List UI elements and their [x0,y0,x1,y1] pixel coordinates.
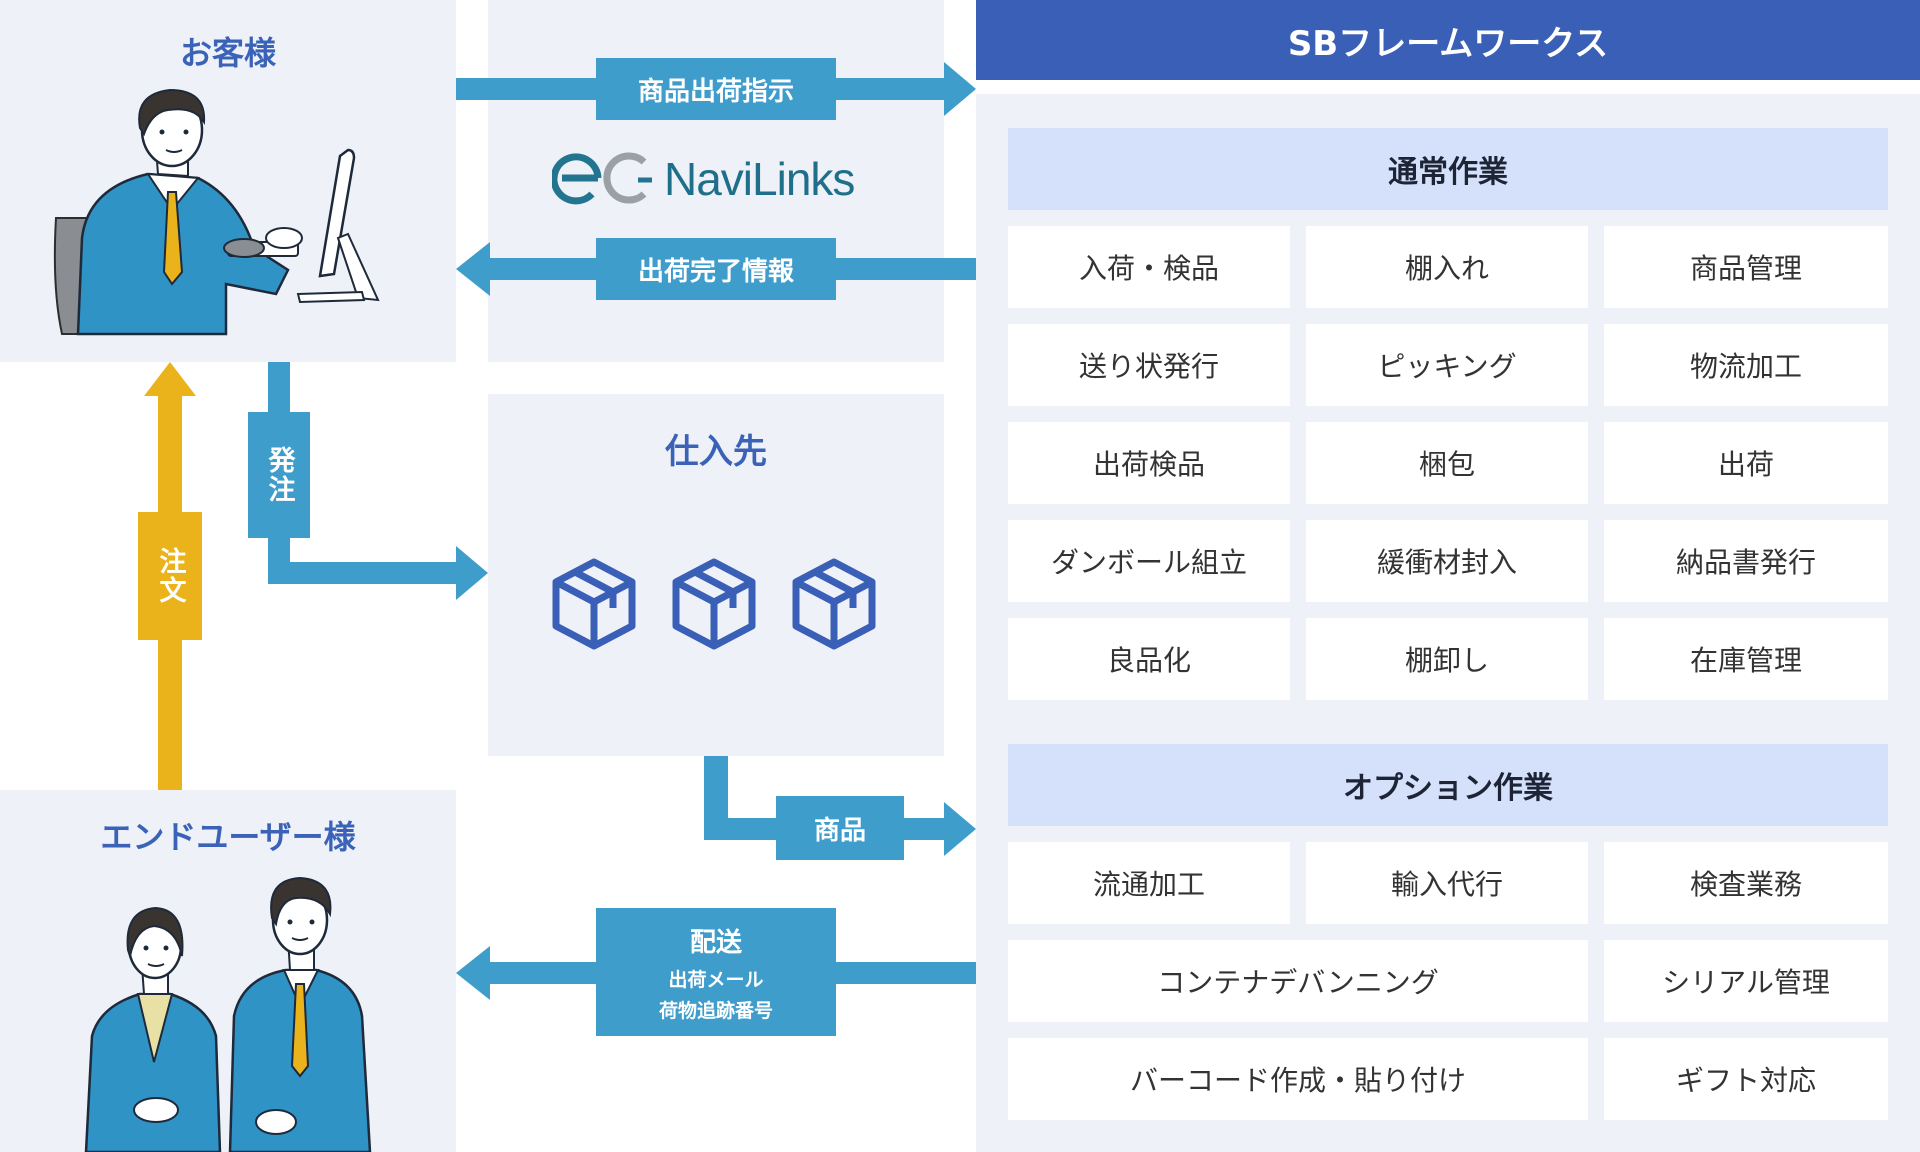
label-order-place: 発注 [263,446,295,504]
enduser-panel [0,790,456,1152]
option-task-cell: 輸入代行 [1306,842,1588,924]
option-task-cell: ギフト対応 [1604,1038,1888,1120]
ec-logo-mark [552,152,652,205]
normal-task-cell: ダンボール組立 [1008,520,1290,602]
enduser-illustration [84,876,372,1152]
label-order-box: 注文 [138,512,202,640]
label-order-place-box: 発注 [248,412,310,538]
package-icons [552,558,876,650]
label-instruction: 商品出荷指示 [596,58,836,120]
normal-task-cell: 納品書発行 [1604,520,1888,602]
package-icon-1 [552,558,636,650]
ec-logo-text: NaviLinks [664,153,855,205]
normal-task-cell: 在庫管理 [1604,618,1888,700]
normal-task-cell: 緩衝材封入 [1306,520,1588,602]
label-delivery-main: 配送 [689,927,742,958]
label-goods: 商品 [776,796,904,860]
option-section-title: オプション作業 [1008,744,1888,826]
normal-task-cell: 商品管理 [1604,226,1888,308]
option-task-cell: 流通加工 [1008,842,1290,924]
option-task-cell: シリアル管理 [1604,940,1888,1022]
label-delivery: 配送 出荷メール 荷物追跡番号 [596,908,836,1036]
framework-header: SBフレームワークス [976,0,1920,94]
label-delivery-sub1: 出荷メール [668,968,764,991]
normal-task-cell: 棚入れ [1306,226,1588,308]
option-task-cell: 検査業務 [1604,842,1888,924]
customer-title: お客様 [179,34,276,72]
normal-task-cell: 良品化 [1008,618,1290,700]
option-task-cell: バーコード作成・貼り付け [1008,1038,1588,1120]
normal-task-cell: ピッキング [1306,324,1588,406]
normal-section-title: 通常作業 [1008,128,1888,210]
normal-task-cell: 梱包 [1306,422,1588,504]
option-task-cell: コンテナデバンニング [1008,940,1588,1022]
package-icon-3 [792,558,876,650]
normal-task-cell: 入荷・検品 [1008,226,1290,308]
ec-navilinks-logo: NaviLinks [552,148,882,208]
package-icon-2 [672,558,756,650]
label-delivery-sub2: 荷物追跡番号 [658,999,773,1022]
customer-illustration [53,88,380,336]
normal-task-cell: 出荷 [1604,422,1888,504]
normal-task-cell: 送り状発行 [1008,324,1290,406]
normal-task-cell: 出荷検品 [1008,422,1290,504]
normal-task-cell: 物流加工 [1604,324,1888,406]
label-order: 注文 [154,547,186,605]
label-complete: 出荷完了情報 [596,238,836,300]
normal-task-cell: 棚卸し [1306,618,1588,700]
enduser-title: エンドユーザー様 [100,818,356,856]
supplier-title: 仕入先 [665,432,767,472]
